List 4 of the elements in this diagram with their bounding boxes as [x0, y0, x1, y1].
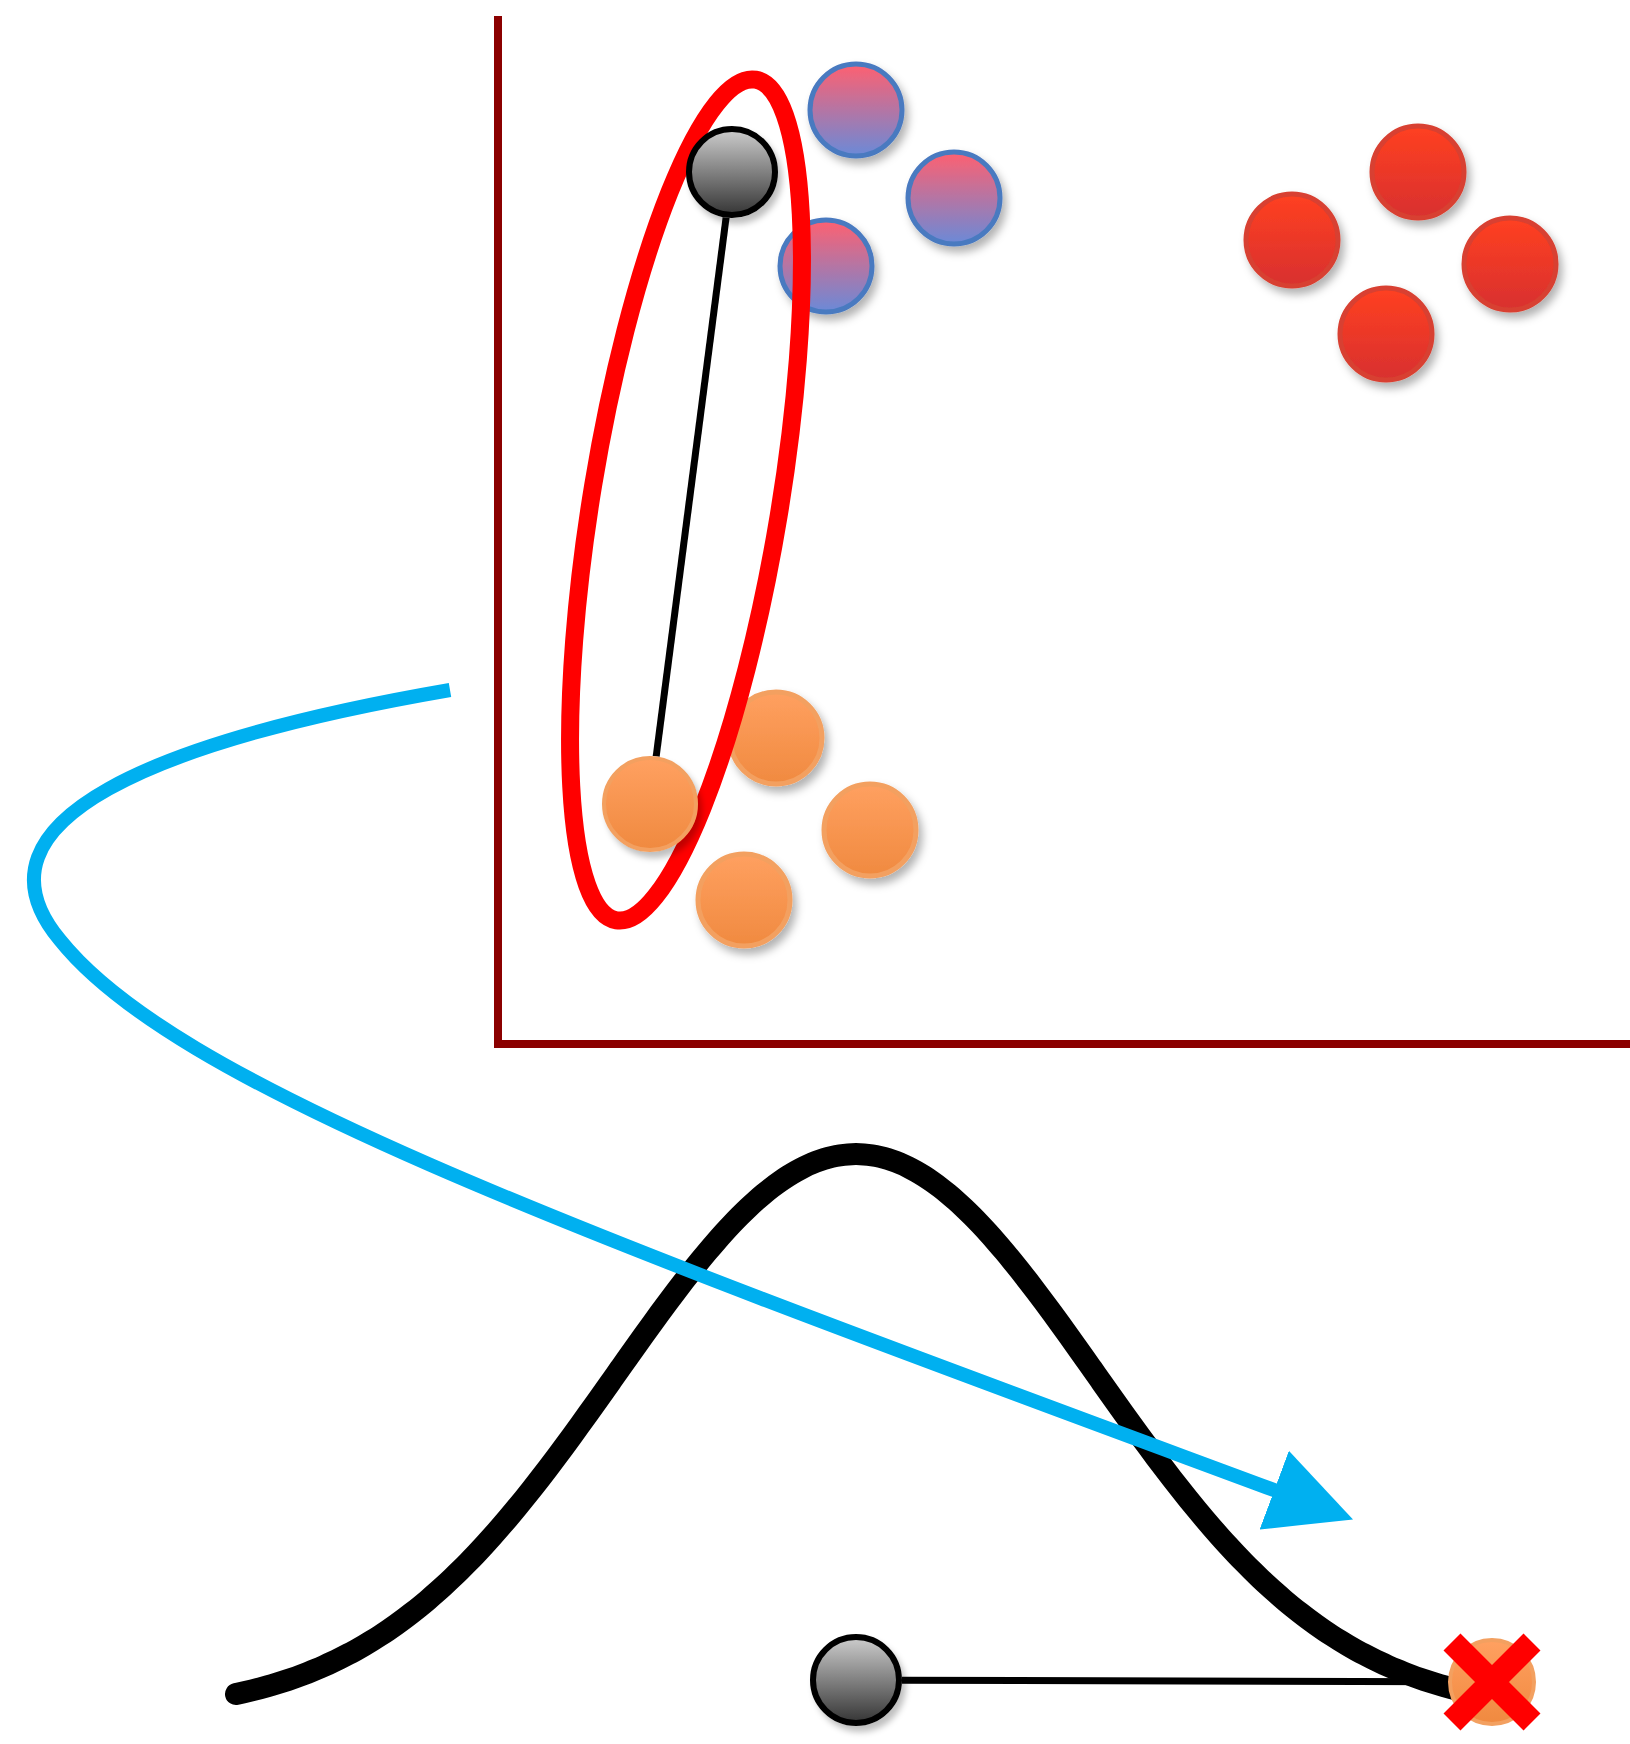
- sample-point: [686, 126, 778, 218]
- neighbor-point: [602, 756, 698, 852]
- sample-point: [810, 1634, 902, 1726]
- connector-line: [652, 217, 730, 757]
